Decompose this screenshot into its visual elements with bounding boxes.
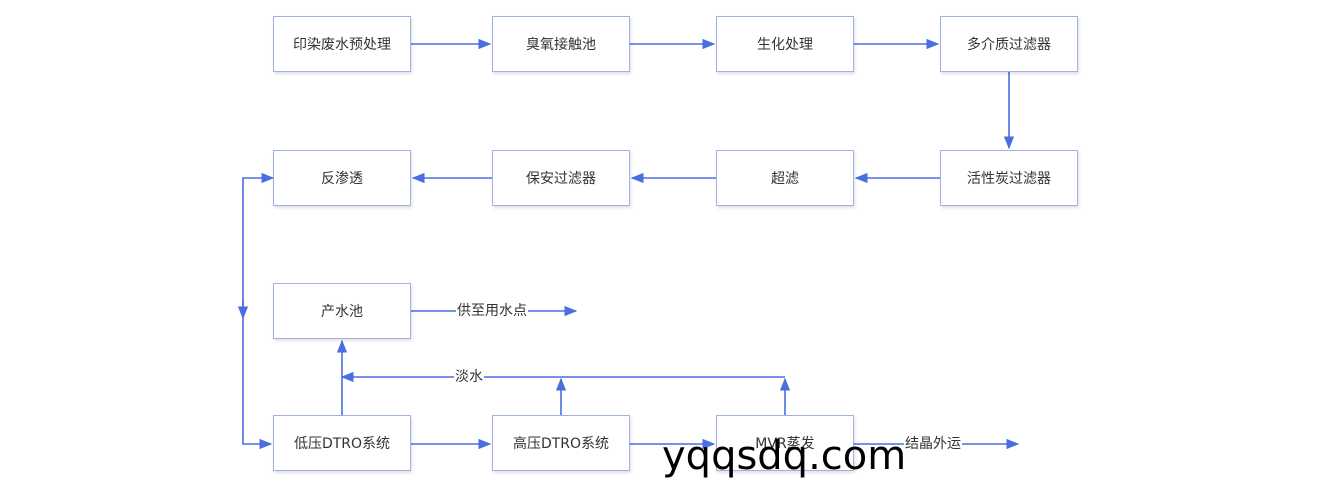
node-lowdtro-label: 低压DTRO系统: [293, 436, 391, 452]
node-product-label: 产水池: [321, 304, 363, 320]
edge-label-fresh: 淡水: [454, 369, 484, 385]
node-mvr-label: MVR蒸发: [755, 436, 815, 452]
node-uf-label: 超滤: [771, 171, 799, 187]
node-ozone[interactable]: 臭氧接触池: [492, 16, 630, 72]
node-mvr[interactable]: MVR蒸发: [716, 415, 854, 471]
node-ozone-label: 臭氧接触池: [526, 37, 596, 53]
node-carbon[interactable]: 活性炭过滤器: [940, 150, 1078, 206]
node-multimedia[interactable]: 多介质过滤器: [940, 16, 1078, 72]
node-carbon-label: 活性炭过滤器: [967, 171, 1051, 187]
node-biochem[interactable]: 生化处理: [716, 16, 854, 72]
node-ro[interactable]: 反渗透: [273, 150, 411, 206]
node-pretreatment-label: 印染废水预处理: [293, 37, 391, 53]
node-multimedia-label: 多介质过滤器: [967, 37, 1051, 53]
node-security[interactable]: 保安过滤器: [492, 150, 630, 206]
edge-label-supply: 供至用水点: [456, 303, 528, 319]
node-lowdtro[interactable]: 低压DTRO系统: [273, 415, 411, 471]
watermark-text: yqqsdq.com: [662, 433, 907, 479]
node-highdtro[interactable]: 高压DTRO系统: [492, 415, 630, 471]
node-biochem-label: 生化处理: [757, 37, 813, 53]
edge-ro-to-lowdtro: [242, 172, 275, 450]
edge-label-crystal: 结晶外运: [904, 436, 962, 452]
node-ro-label: 反渗透: [321, 171, 363, 187]
node-pretreatment[interactable]: 印染废水预处理: [273, 16, 411, 72]
node-product[interactable]: 产水池: [273, 283, 411, 339]
node-uf[interactable]: 超滤: [716, 150, 854, 206]
node-security-label: 保安过滤器: [526, 171, 596, 187]
node-highdtro-label: 高压DTRO系统: [512, 436, 610, 452]
